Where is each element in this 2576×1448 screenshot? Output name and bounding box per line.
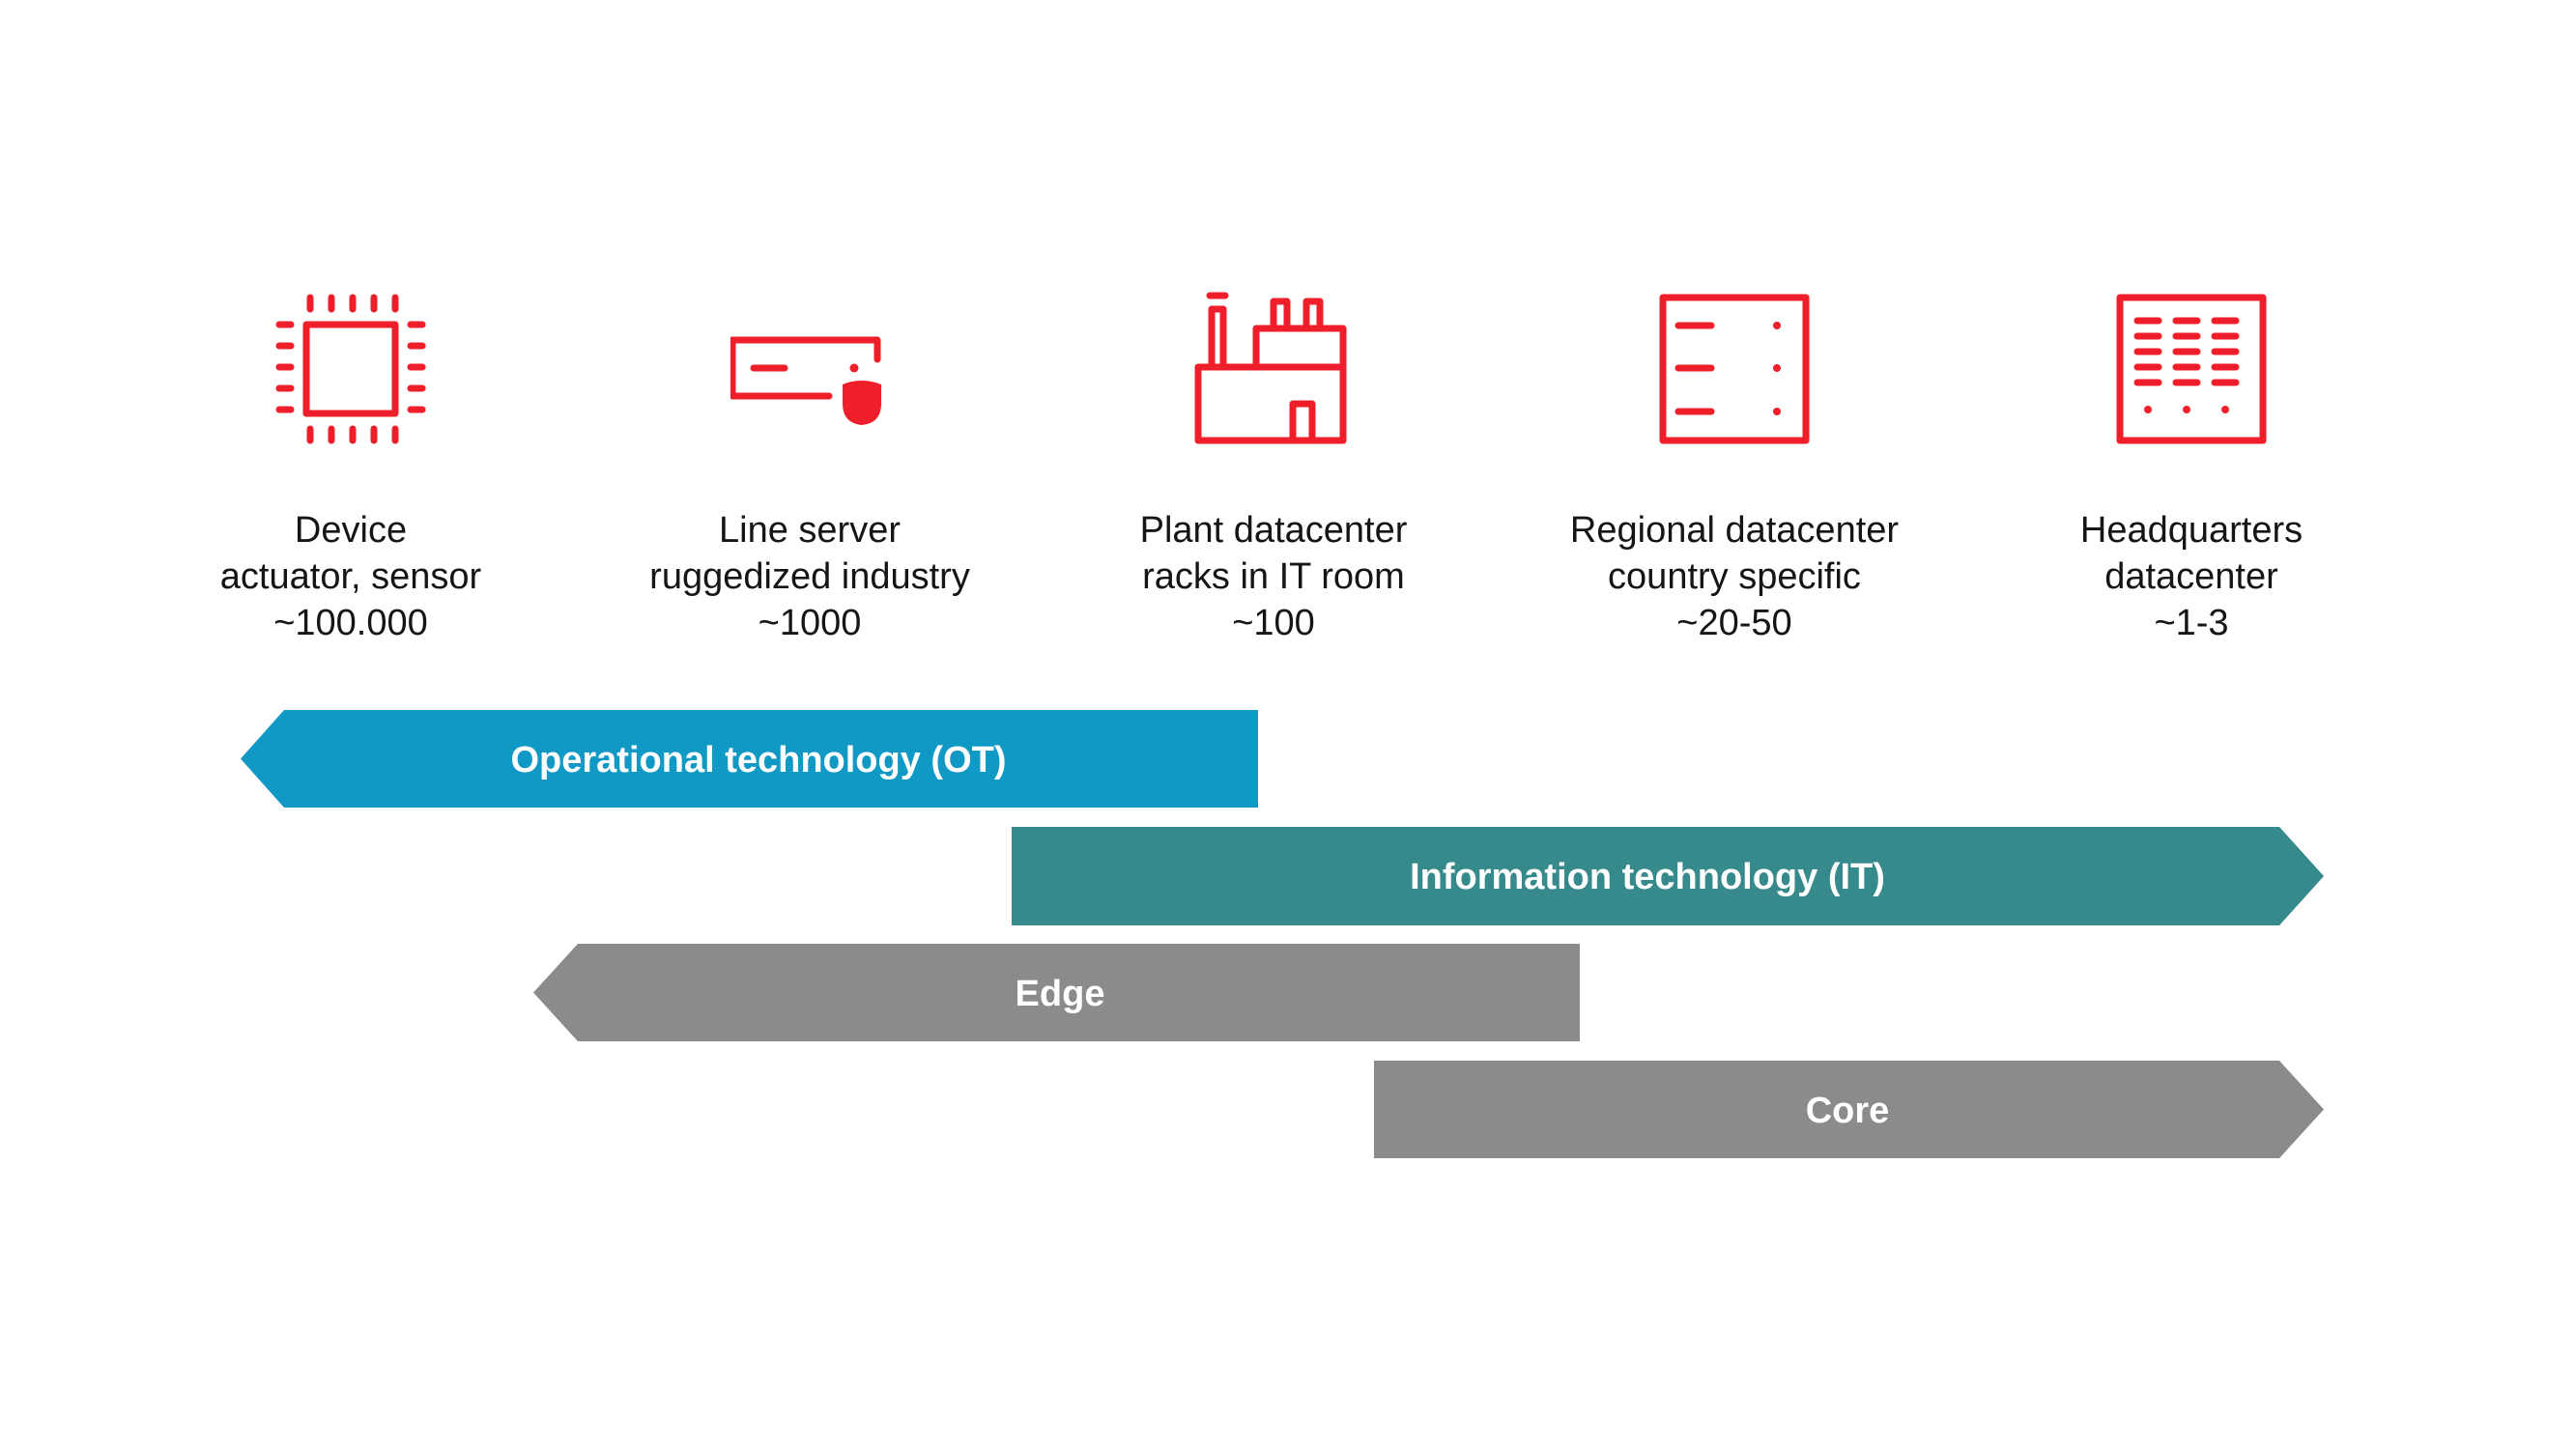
tier-count: ~1000: [758, 603, 862, 643]
span-it: Information technology (IT): [1012, 827, 2324, 925]
span-it-label: Information technology (IT): [1410, 857, 1885, 897]
tier-subtitle: country specific: [1608, 556, 1861, 597]
tier-count: ~100: [1232, 603, 1315, 643]
span-ot-label: Operational technology (OT): [510, 740, 1006, 781]
rack-icon: [1659, 294, 1810, 444]
tier-subtitle: ruggedized industry: [649, 556, 970, 597]
span-edge-label: Edge: [1016, 974, 1105, 1014]
tier-subtitle: racks in IT room: [1142, 556, 1405, 597]
tier-name: Plant datacenter: [1139, 510, 1408, 551]
tier-headquarters: Headquarters datacenter ~1-3: [1979, 290, 2404, 646]
tier-regional-datacenter: Regional datacenter country specific ~20…: [1522, 290, 1947, 646]
tier-count: ~100.000: [273, 603, 428, 643]
tier-subtitle: datacenter: [2104, 556, 2278, 597]
factory-icon: [1194, 292, 1347, 444]
tier-name: Device: [294, 510, 408, 551]
datacenter-icon: [2116, 294, 2267, 444]
tier-name: Headquarters: [2079, 510, 2304, 551]
tier-count: ~20-50: [1676, 603, 1792, 643]
tier-device: Device actuator, sensor ~100.000: [138, 290, 563, 646]
chip-icon: [275, 294, 426, 444]
tier-name: Regional datacenter: [1569, 510, 1900, 551]
span-edge: Edge: [533, 944, 1580, 1041]
span-core: Core: [1374, 1061, 2324, 1158]
tier-name: Line server: [719, 510, 901, 551]
span-ot: Operational technology (OT): [241, 710, 1258, 808]
tier-line-server: Line server ruggedized industry ~1000: [597, 290, 1022, 646]
span-it-arrow: [1012, 827, 2324, 925]
span-core-label: Core: [1806, 1091, 1890, 1131]
span-core-arrow: [1374, 1061, 2324, 1158]
tier-subtitle: actuator, sensor: [219, 556, 482, 597]
span-edge-arrow: [533, 944, 1580, 1041]
server-shield-icon: [730, 336, 881, 425]
tier-plant-datacenter: Plant datacenter racks in IT room ~100: [1061, 290, 1486, 646]
span-ot-arrow: [241, 710, 1258, 808]
tier-count: ~1-3: [2154, 603, 2229, 643]
